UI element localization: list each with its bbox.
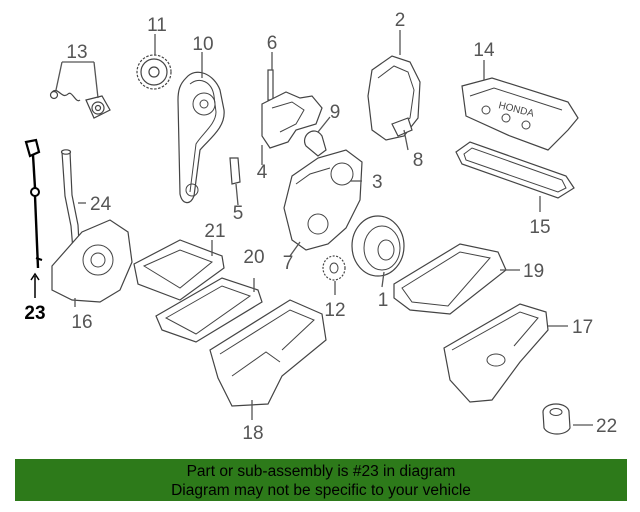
part-18-oil-pan[interactable]	[209, 299, 327, 407]
callout-22[interactable]: 22	[596, 416, 617, 437]
callout-2[interactable]: 2	[395, 10, 406, 31]
callout-6[interactable]: 6	[267, 33, 278, 54]
part-9-bracket[interactable]	[304, 130, 327, 157]
part-1-crank-pulley[interactable]	[351, 215, 405, 277]
part-3-front-cover[interactable]	[283, 149, 363, 251]
callout-3[interactable]: 3	[372, 172, 383, 193]
leader-lines	[30, 30, 593, 426]
callout-23[interactable]: 23	[24, 303, 45, 324]
part-5-bolt[interactable]	[229, 157, 241, 185]
banner-line-2: Diagram may not be specific to your vehi…	[171, 482, 471, 499]
part-8-clip[interactable]	[391, 117, 413, 137]
part-17-lower-oil-pan[interactable]	[443, 303, 549, 403]
callout-7[interactable]: 7	[283, 253, 294, 274]
callout-24[interactable]: 24	[90, 194, 112, 215]
callout-21[interactable]: 21	[204, 221, 225, 242]
callout-20[interactable]: 20	[243, 247, 264, 268]
callout-9[interactable]: 9	[330, 102, 341, 123]
callout-14[interactable]: 14	[473, 40, 495, 61]
part-23-dipstick[interactable]	[24, 138, 43, 269]
callout-4[interactable]: 4	[257, 162, 268, 183]
part-15-gasket[interactable]	[455, 141, 575, 199]
part-11-cam-pulley[interactable]	[136, 54, 172, 90]
callout-19[interactable]: 19	[523, 261, 544, 282]
callout-16[interactable]: 16	[71, 312, 92, 333]
part-10-timing-belt[interactable]	[177, 71, 225, 204]
callout-12[interactable]: 12	[324, 300, 345, 321]
callout-10[interactable]: 10	[192, 34, 213, 55]
callout-5[interactable]: 5	[233, 203, 244, 224]
part-12-crank-sprocket[interactable]	[322, 255, 346, 281]
callout-11[interactable]: 11	[147, 15, 167, 36]
part-13-tensioner[interactable]	[49, 90, 111, 119]
part-20-oil-pan-gasket[interactable]	[155, 277, 263, 343]
callout-1[interactable]: 1	[378, 290, 389, 311]
part-16-oil-pump[interactable]	[51, 219, 133, 303]
part-6-bolt[interactable]	[267, 69, 274, 101]
part-4-rear-cover[interactable]	[261, 91, 323, 149]
callout-labels: 2 3 4 5 6 7 8 9 10 11 12 13 14 15 16 17 …	[24, 10, 617, 444]
part-21-baffle[interactable]	[133, 239, 225, 301]
info-banner: Part or sub-assembly is #23 in diagram D…	[15, 459, 627, 501]
callout-13[interactable]: 13	[66, 42, 87, 63]
banner-line-1: Part or sub-assembly is #23 in diagram	[186, 463, 456, 480]
part-22-oil-filter[interactable]	[542, 403, 571, 435]
parts-diagram: HONDA	[24, 10, 617, 444]
part-14-valve-cover[interactable]: HONDA	[461, 77, 579, 151]
callout-8[interactable]: 8	[413, 150, 424, 171]
callout-18[interactable]: 18	[242, 423, 263, 444]
part-19-pan-gasket[interactable]	[393, 243, 507, 315]
callout-15[interactable]: 15	[529, 217, 550, 238]
callout-17[interactable]: 17	[572, 317, 593, 338]
